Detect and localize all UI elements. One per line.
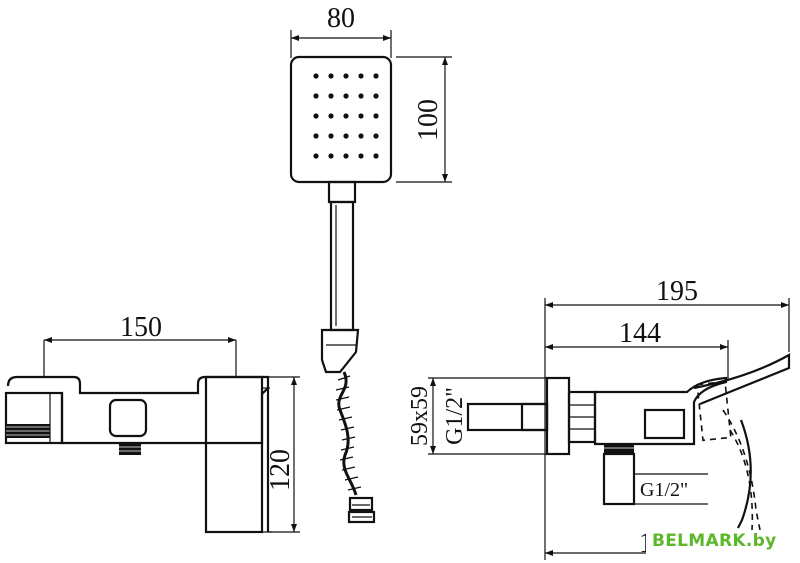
watermark-background: [646, 530, 762, 556]
nozzle-grid: [313, 73, 379, 159]
side-grille: [6, 424, 50, 438]
spout-length-label: 144: [619, 318, 661, 349]
mixer-front-view: 150 120: [4, 312, 300, 534]
body-width-label: 150: [120, 312, 162, 343]
mixer-side-view: 195 144 1 59x59 G1/2": [407, 276, 791, 560]
hose-coil: [335, 371, 362, 496]
total-length-label: 195: [656, 276, 698, 307]
head-height-label: 100: [413, 99, 444, 141]
body-height-label: 120: [265, 449, 296, 491]
shower-head-view: 80 100: [289, 3, 452, 524]
flange-size-label: 59x59: [407, 386, 433, 446]
watermark-logo: BELMARK.by: [652, 531, 777, 551]
flange-thread-label: G1/2": [442, 387, 468, 445]
outlet-thread-label: G1/2": [640, 479, 688, 501]
head-width-label: 80: [327, 3, 355, 34]
